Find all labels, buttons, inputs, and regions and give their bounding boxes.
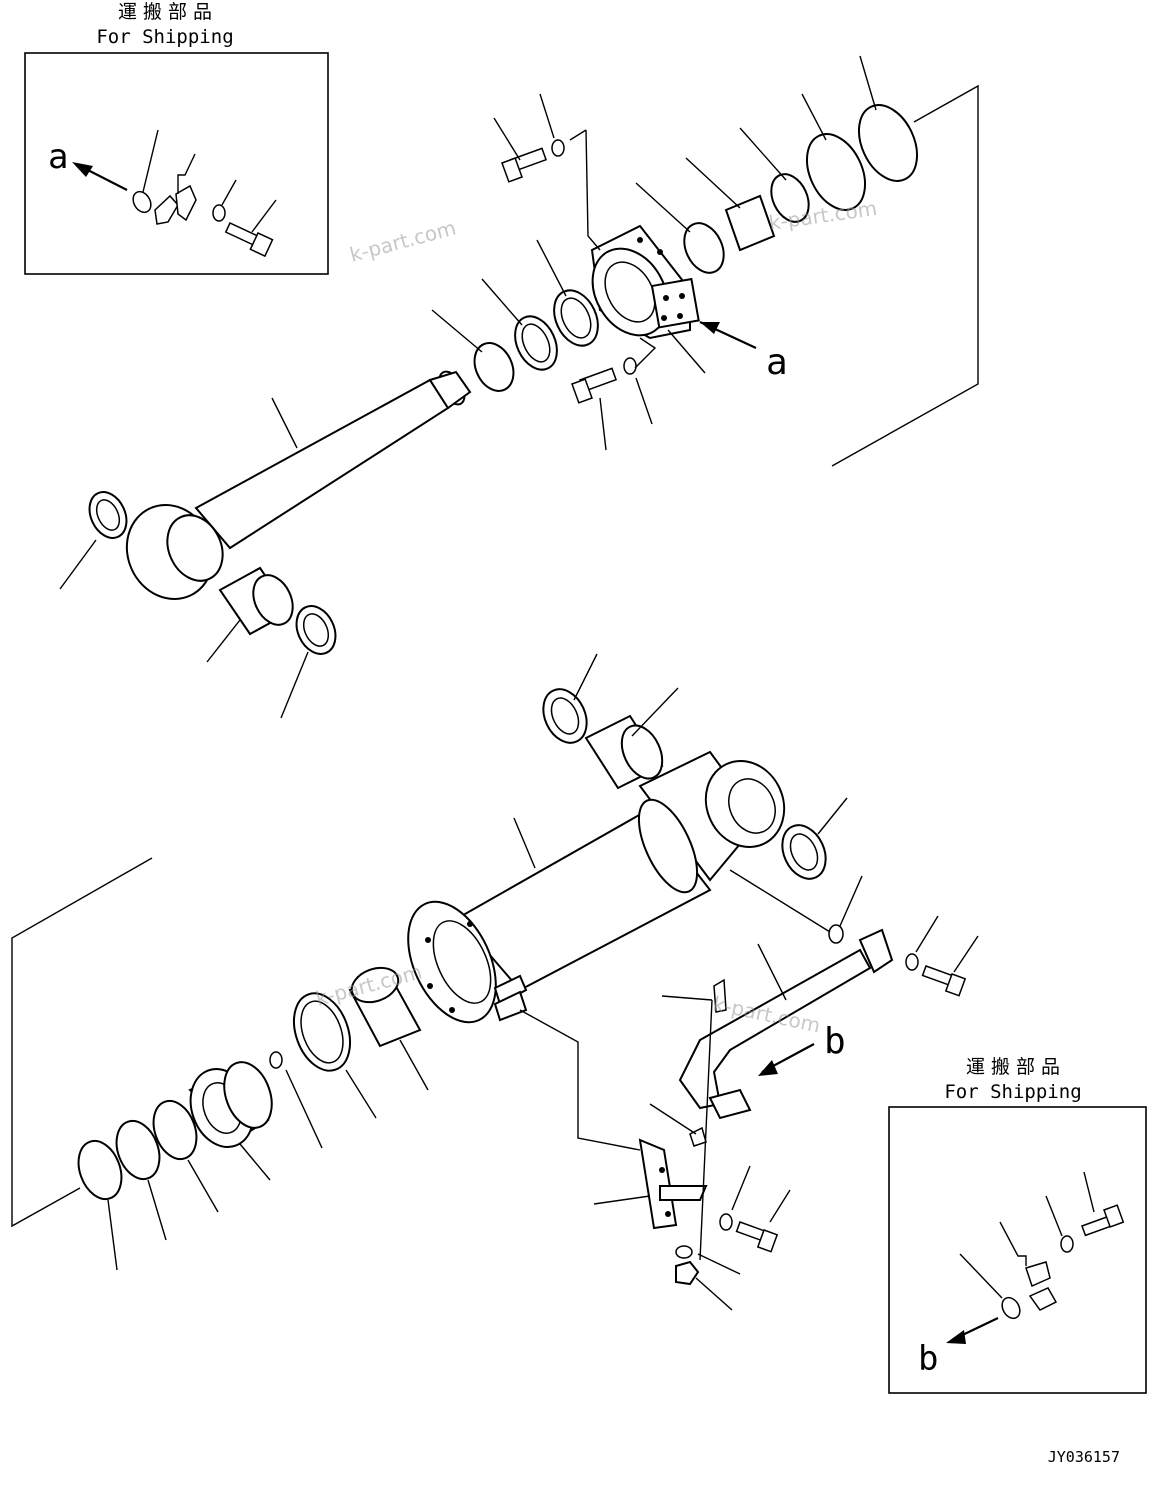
washer-part-4 — [905, 953, 919, 971]
cylinder-head-assembly: a — [493, 55, 979, 467]
shipping-frame-top — [24, 52, 329, 275]
head-bolt-part — [501, 147, 548, 183]
washer-part-3 — [623, 357, 637, 375]
shipping-frame-bottom — [888, 1106, 1147, 1394]
split-flange-part — [1025, 1261, 1051, 1288]
view-label-b: b — [824, 1021, 846, 1062]
pipe-flange-part — [858, 928, 894, 974]
shipping-title-en-bottom: For Shipping — [944, 1081, 1081, 1103]
arrow-b-head-icon — [946, 1330, 966, 1344]
washer-part — [212, 204, 226, 222]
shipping-title-jp-bottom: 運 搬 部 品 — [966, 1056, 1060, 1078]
drawing-code: JY036157 — [1048, 1448, 1120, 1466]
o-ring-part-6 — [1001, 1296, 1021, 1320]
washer-part-7 — [1060, 1235, 1074, 1253]
cylinder-tube-assembly — [11, 653, 863, 1228]
set-screw-part — [269, 1051, 283, 1069]
washer-part-2 — [551, 139, 565, 157]
piston-rod-assembly — [59, 239, 599, 719]
clip-part-2 — [689, 1126, 707, 1147]
backup-ring-part — [724, 194, 776, 252]
arrow-b-main-head-icon — [758, 1060, 778, 1076]
split-flange-part-2 — [1028, 1287, 1058, 1311]
bolt-part-3 — [1081, 1204, 1125, 1237]
piston-assembly — [77, 966, 429, 1271]
split-flange-half-part — [154, 194, 179, 225]
bracket-part — [638, 1138, 678, 1230]
watermark-1: k-part.com — [347, 215, 458, 266]
o-ring-part-2 — [683, 222, 725, 274]
piston-rod-part — [194, 378, 450, 550]
split-flange-half-part-2 — [175, 184, 197, 222]
shipping-title-jp-top: 運 搬 部 品 — [118, 1, 212, 23]
o-ring-part-5 — [857, 104, 919, 182]
shipping-box-bottom-right: 運 搬 部 品 For Shipping b — [888, 1056, 1147, 1394]
arrow-a-main-head-icon — [700, 322, 720, 334]
flange-bolt-part — [921, 965, 967, 997]
pipe-assembly: b — [519, 915, 979, 1311]
head-bolt-part-2 — [571, 367, 618, 404]
washer-part-5 — [719, 1213, 733, 1231]
o-ring-part-4 — [805, 133, 867, 211]
arrow-a-head-icon — [72, 162, 93, 177]
ring-part-3 — [115, 1119, 161, 1181]
ring-part-2 — [77, 1139, 123, 1201]
view-arrow-label-b-box: b — [918, 1339, 938, 1379]
bolt-part — [224, 222, 274, 258]
clip-part — [713, 978, 727, 1013]
view-label-a: a — [766, 342, 788, 383]
washer-part-6 — [675, 1245, 693, 1259]
ring-part — [473, 342, 515, 392]
o-ring-part — [132, 190, 152, 214]
ring-part-4 — [152, 1099, 198, 1161]
bracket-bolt-part — [735, 1221, 779, 1253]
plug-part — [828, 924, 844, 944]
view-arrow-label-a-box: a — [48, 137, 68, 177]
nut-part — [675, 1260, 700, 1286]
o-ring-part-3 — [770, 173, 810, 223]
shipping-title-en-top: For Shipping — [96, 26, 233, 48]
shipping-box-top-left: 運 搬 部 品 For Shipping a — [24, 1, 329, 275]
